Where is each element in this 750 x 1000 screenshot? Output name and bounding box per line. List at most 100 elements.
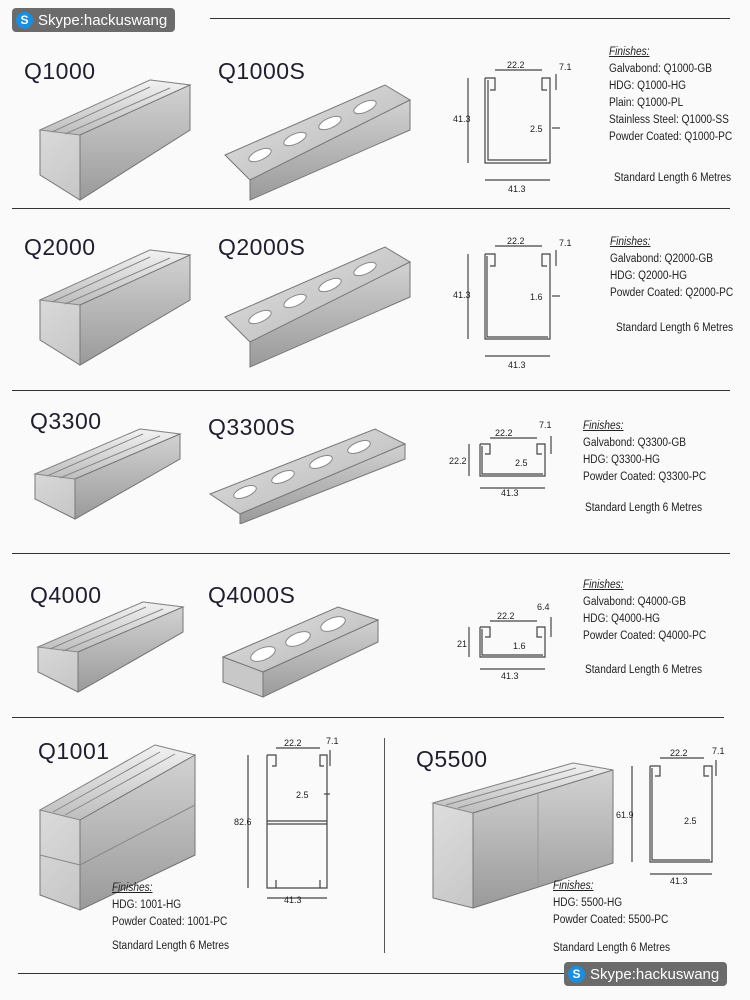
dim-height: 41.3 [453, 290, 471, 300]
finish-item: Galvabond: Q3300-GB [583, 437, 686, 449]
dim-width: 41.3 [508, 360, 526, 370]
section-q1001: Q1001 22.2 7.1 82.6 2.5 41.3 Finishes: H… [0, 720, 380, 980]
finish-item: Powder Coated: Q3300-PC [583, 471, 707, 483]
top-rule [210, 18, 730, 19]
finish-item: HDG: Q3300-HG [583, 454, 661, 466]
dim-lip: 7.1 [539, 420, 552, 430]
section-divider [12, 208, 730, 209]
finish-item: Powder Coated: 5500-PC [553, 914, 669, 926]
cross-section-diagram: 22.2 7.1 61.9 2.5 41.3 [616, 746, 725, 886]
finish-item: HDG: 1001-HG [112, 899, 182, 911]
cross-section-diagram: 22.2 6.4 21 1.6 41.3 [457, 602, 552, 681]
dim-opening: 22.2 [507, 60, 525, 70]
finish-item: Stainless Steel: Q1000-SS [609, 114, 729, 126]
cross-section-diagram: 22.2 7.1 41.3 1.6 41.3 [453, 236, 572, 370]
finishes-heading: Finishes: [610, 236, 651, 248]
product-slotted-title: Q4000S [208, 582, 296, 608]
finishes-list: Finishes: HDG: 1001-HG Powder Coated: 10… [112, 880, 227, 931]
channel-image-slotted [221, 606, 380, 698]
finish-item: HDG: Q2000-HG [610, 270, 688, 282]
finish-item: Galvabond: Q2000-GB [610, 253, 713, 265]
dim-height: 21 [457, 639, 467, 649]
channel-image-slotted [224, 84, 412, 201]
finish-item: HDG: Q1000-HG [609, 80, 687, 92]
dim-lip: 7.1 [559, 238, 572, 248]
finishes-heading: Finishes: [609, 46, 650, 58]
standard-length: Standard Length 6 Metres [112, 940, 230, 952]
channel-image-tall [431, 762, 614, 909]
dim-thickness: 1.6 [513, 641, 526, 651]
dim-opening: 22.2 [670, 748, 688, 758]
dim-width: 41.3 [284, 895, 302, 905]
dim-width: 41.3 [508, 184, 526, 194]
standard-length: Standard Length 6 Metres [614, 172, 732, 184]
channel-image-slotted [224, 246, 412, 368]
section-divider [12, 717, 724, 718]
cross-section-diagram: 22.2 7.1 41.3 2.5 41.3 [453, 60, 572, 194]
skype-badge-text: Skype:hackuswang [590, 965, 720, 983]
cross-section-diagram: 22.2 7.1 22.2 2.5 41.3 [449, 420, 552, 496]
dim-opening: 22.2 [284, 738, 302, 748]
standard-length: Standard Length 6 Metres [585, 664, 703, 676]
finish-item: Plain: Q1000-PL [609, 97, 684, 109]
finishes-list: Finishes: Galvabond: Q2000-GB HDG: Q2000… [610, 234, 733, 302]
skype-icon: S [16, 11, 33, 29]
finishes-heading: Finishes: [583, 420, 624, 432]
finishes-list: Finishes: Galvabond: Q3300-GB HDG: Q3300… [583, 418, 706, 486]
dim-height: 41.3 [453, 114, 471, 124]
finish-item: Powder Coated: Q1000-PC [609, 131, 733, 143]
channel-image-plain [38, 79, 192, 201]
section-divider [12, 553, 730, 554]
finish-item: Galvabond: Q1000-GB [609, 63, 712, 75]
bottom-rule [18, 973, 573, 974]
standard-length: Standard Length 6 Metres [553, 942, 671, 954]
finish-item: HDG: Q4000-HG [583, 613, 661, 625]
skype-icon: S [568, 965, 585, 983]
cross-section-diagram: 22.2 7.1 82.6 2.5 41.3 [234, 736, 339, 905]
dim-lip: 7.1 [712, 746, 725, 756]
channel-image-plain [33, 428, 182, 520]
dim-width: 41.3 [501, 671, 519, 681]
dim-lip: 7.1 [326, 736, 339, 746]
skype-badge-top: S Skype:hackuswang [12, 8, 176, 32]
dim-width: 41.3 [670, 876, 688, 886]
product-title: Q2000 [24, 234, 96, 260]
dim-lip: 6.4 [537, 602, 550, 612]
finish-item: Powder Coated: 1001-PC [112, 916, 228, 928]
standard-length: Standard Length 6 Metres [585, 502, 703, 514]
product-title: Q3300 [30, 408, 102, 434]
finishes-heading: Finishes: [553, 880, 594, 892]
product-slotted-title: Q2000S [218, 234, 306, 260]
channel-image-plain [38, 249, 192, 366]
section-divider [12, 390, 730, 391]
section-q1000: Q1000 Q1000S 22.2 7.1 41.3 2.5 41.3 [0, 20, 750, 210]
channel-image-double [38, 744, 197, 911]
dim-height: 82.6 [234, 817, 252, 827]
skype-badge-bottom: S Skype:hackuswang [564, 962, 728, 986]
dim-thickness: 2.5 [296, 790, 309, 800]
product-title: Q1000 [24, 58, 96, 84]
column-divider [384, 738, 385, 953]
section-q2000: Q2000 Q2000S 22.2 7.1 41.3 1.6 41.3 [0, 212, 750, 392]
product-title: Q1001 [38, 738, 110, 764]
finishes-list: Finishes: HDG: 5500-HG Powder Coated: 55… [553, 878, 668, 929]
channel-image-plain [36, 601, 185, 693]
finishes-heading: Finishes: [112, 882, 153, 894]
finishes-heading: Finishes: [583, 579, 624, 591]
dim-height: 22.2 [449, 456, 467, 466]
section-q5500: Q5500 22.2 7.1 61.9 2.5 41.3 Finishes: H… [390, 720, 750, 980]
dim-opening: 22.2 [507, 236, 525, 246]
dim-height: 61.9 [616, 810, 634, 820]
product-slotted-title: Q1000S [218, 58, 306, 84]
dim-lip: 7.1 [559, 62, 572, 72]
channel-image-slotted [208, 428, 407, 524]
finish-item: Powder Coated: Q4000-PC [583, 630, 707, 642]
finish-item: HDG: 5500-HG [553, 897, 623, 909]
dim-width: 41.3 [501, 488, 519, 496]
dim-opening: 22.2 [497, 611, 515, 621]
product-title: Q4000 [30, 582, 102, 608]
standard-length: Standard Length 6 Metres [616, 322, 734, 334]
section-q3300: Q3300 Q3300S 22.2 7.1 22.2 2.5 41.3 Fini [0, 394, 750, 554]
dim-thickness: 2.5 [684, 816, 697, 826]
section-q4000: Q4000 Q4000S 22.2 6.4 21 1.6 41.3 Finish… [0, 557, 750, 717]
